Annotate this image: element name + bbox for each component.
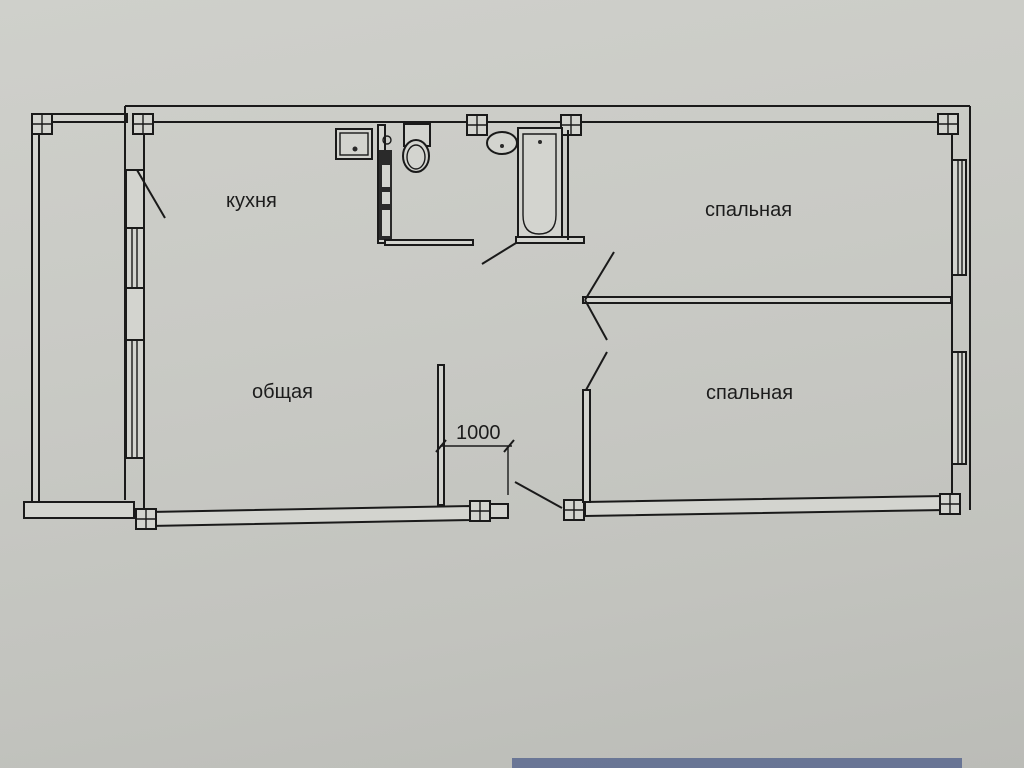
toilet-icon [402, 123, 431, 173]
bedroom-partition [582, 251, 952, 503]
exterior-wall-right [951, 106, 971, 510]
stove-icon [335, 128, 373, 160]
room-label-bedroom-1: спальная [705, 199, 793, 221]
blue-stamp-edge [512, 758, 962, 768]
sink-icon [486, 131, 518, 155]
dimension-label: 1000 [456, 422, 501, 444]
living-partition [437, 364, 445, 506]
exterior-wall-left [125, 130, 166, 515]
bathtub-icon [515, 127, 585, 244]
room-label-living: общая [252, 381, 313, 403]
bathroom-door-swing [481, 242, 517, 265]
balcony [23, 113, 135, 519]
door-swing-bedroom2 [584, 299, 608, 341]
structural-columns [31, 113, 961, 530]
entrance-door-swing [514, 481, 563, 509]
kitchen-counter [377, 124, 474, 246]
door-swing-bedroom1 [584, 251, 615, 301]
room-label-kitchen: кухня [226, 190, 277, 212]
room-label-bedroom-2: спальная [706, 382, 794, 404]
door-swing-bedroom2b [585, 351, 608, 391]
dimension-line [435, 439, 563, 509]
